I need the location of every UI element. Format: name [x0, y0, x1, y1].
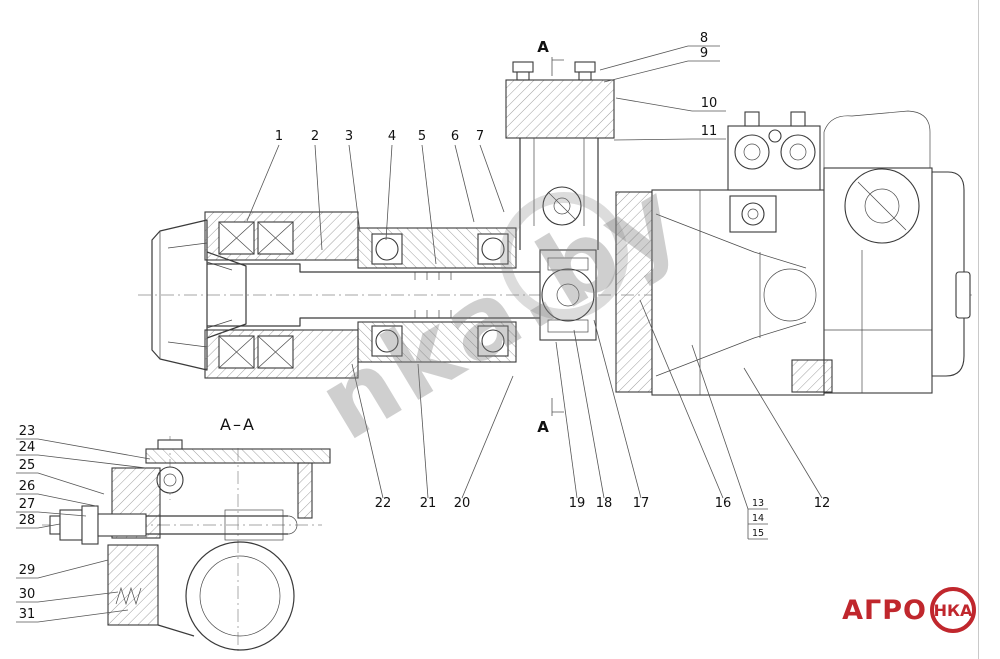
page-frame-edge [978, 0, 979, 659]
brand-text: АГРО [842, 594, 927, 626]
callout-17: 17 [633, 496, 650, 511]
callout-16: 16 [715, 496, 732, 511]
callout-4: 4 [388, 129, 396, 144]
section-marker-bottom-label: A [537, 418, 549, 436]
access-cover [729, 195, 777, 233]
drain-plug [791, 359, 833, 393]
brand-circle-text: НКА [933, 600, 973, 620]
section-cut-mark-top [551, 57, 564, 76]
callout-15: 15 [752, 528, 764, 539]
callout-9: 9 [700, 46, 708, 61]
section-plunger [146, 509, 298, 541]
brand-circle: НКА [930, 587, 976, 633]
tapered-roller-bearings [218, 221, 294, 369]
callout-leader-lines [16, 45, 823, 623]
section-marker-bottom: A [537, 398, 564, 436]
section-boss [157, 541, 295, 651]
callout-28: 28 [19, 513, 36, 528]
callout-19: 19 [569, 496, 586, 511]
pump-flange [615, 191, 653, 393]
pump-rear-section [823, 110, 933, 394]
callout-numbers: 1 2 3 4 5 6 7 8 9 10 11 12 13 14 15 16 1… [19, 31, 831, 622]
section-marker-top-label: A [537, 38, 549, 56]
center-coupling [539, 249, 597, 341]
callout-29: 29 [19, 563, 36, 578]
callout-11: 11 [701, 124, 718, 139]
end-cap [931, 171, 971, 377]
section-a-a-view [42, 436, 331, 654]
callout-20: 20 [454, 496, 471, 511]
spring [115, 586, 142, 606]
section-marker-top: A [537, 38, 564, 76]
section-view-title: A–A [220, 415, 256, 434]
callout-12: 12 [814, 496, 831, 511]
callout-22: 22 [375, 496, 392, 511]
callout-26: 26 [19, 479, 36, 494]
section-top-plate [145, 448, 331, 464]
callout-25: 25 [19, 458, 36, 473]
brand-logo: АГРО НКА [842, 587, 976, 633]
callout-3: 3 [345, 129, 353, 144]
ball-bearings [371, 233, 509, 357]
main-assembly-view [138, 61, 972, 396]
callout-24: 24 [19, 440, 36, 455]
callout-8: 8 [700, 31, 708, 46]
section-cut-mark-bottom [551, 398, 564, 416]
callout-1: 1 [275, 129, 283, 144]
cylinder-block [505, 61, 615, 250]
valve-assembly [727, 111, 821, 191]
callout-5: 5 [418, 129, 426, 144]
callout-13: 13 [752, 498, 764, 509]
mounting-bolts [512, 61, 596, 81]
callout-6: 6 [451, 129, 459, 144]
section-pivot-bore [156, 466, 184, 494]
callout-14: 14 [752, 513, 764, 524]
callout-7: 7 [476, 129, 484, 144]
section-body-right [297, 462, 313, 519]
callout-31: 31 [19, 607, 36, 622]
main-shaft [207, 263, 540, 327]
callout-30: 30 [19, 587, 36, 602]
section-top-bolt [157, 439, 183, 450]
callout-10: 10 [701, 96, 718, 111]
callout-18: 18 [596, 496, 613, 511]
callout-2: 2 [311, 129, 319, 144]
callout-27: 27 [19, 497, 36, 512]
callout-21: 21 [420, 496, 437, 511]
callout-23: 23 [19, 424, 36, 439]
section-body-lower [107, 544, 159, 626]
